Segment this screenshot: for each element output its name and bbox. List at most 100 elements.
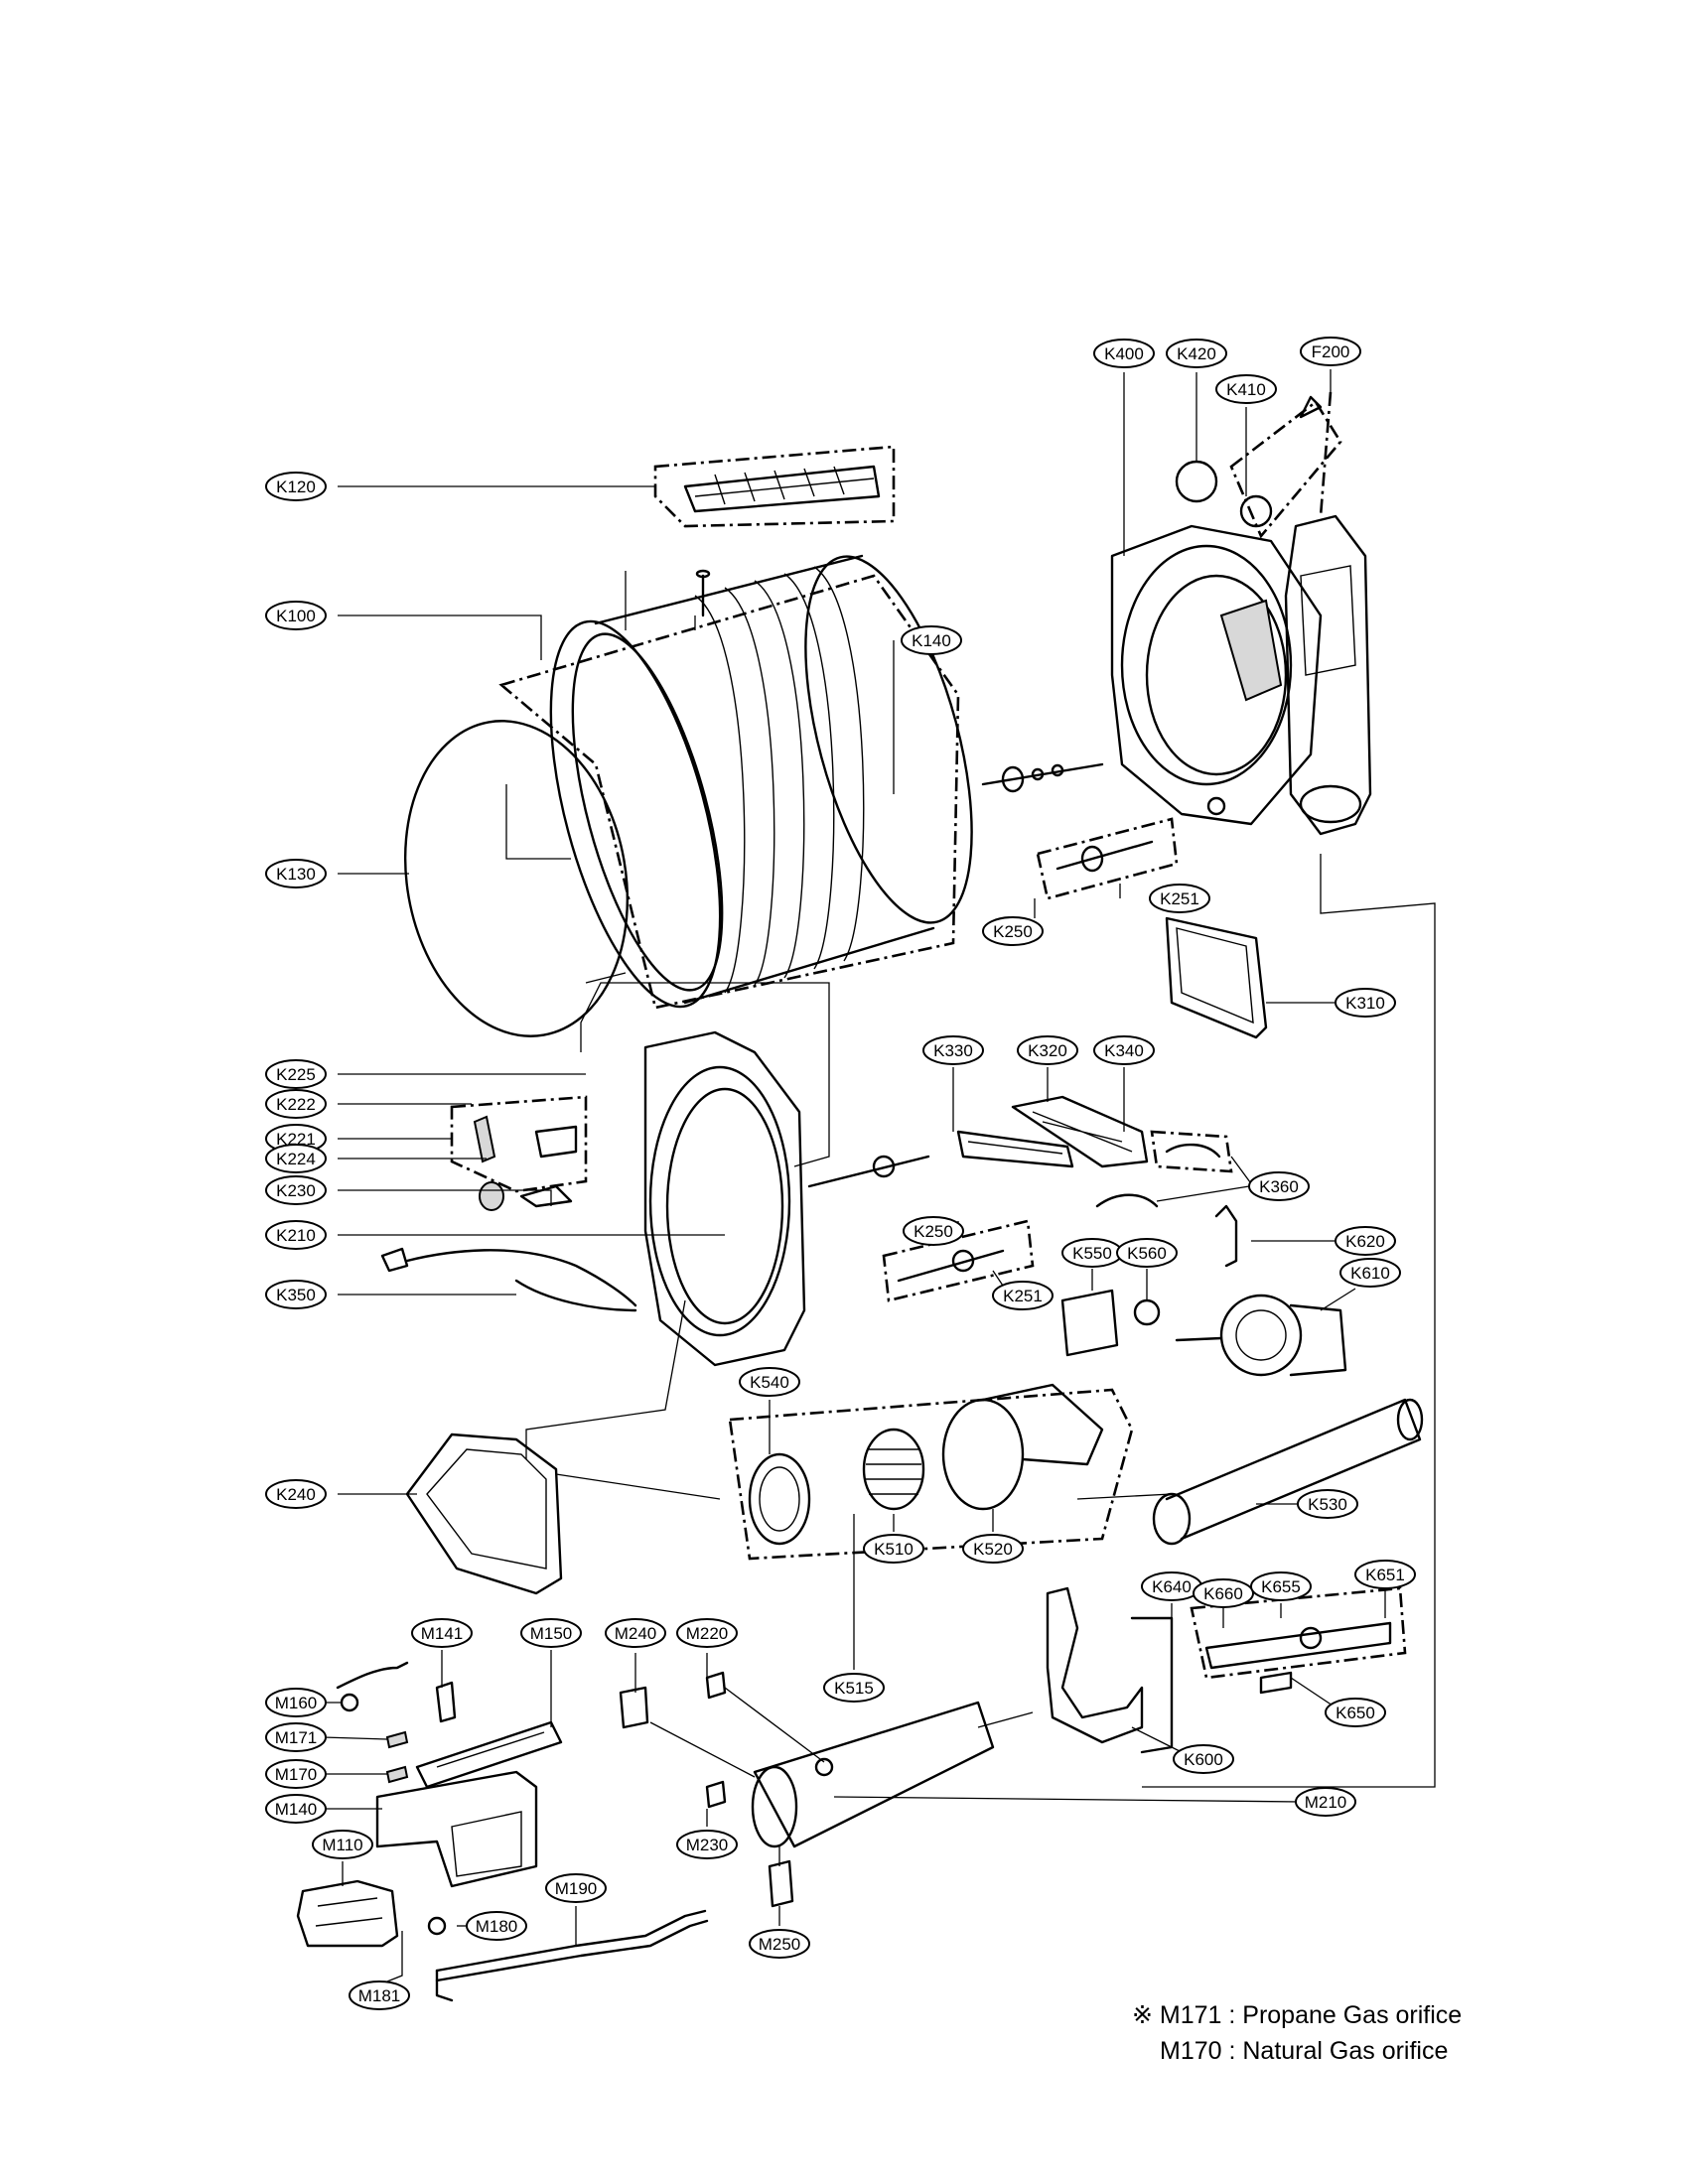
- callout-label-k251a: K251: [1160, 889, 1199, 908]
- callout-label-m170: M170: [275, 1765, 318, 1784]
- callout-k410: K410: [1215, 374, 1277, 404]
- callout-m190: M190: [545, 1873, 607, 1903]
- k540-seal: [748, 1452, 811, 1546]
- callout-m240: M240: [605, 1618, 666, 1648]
- callout-label-k250b: K250: [914, 1222, 953, 1241]
- callout-oval-k224: [265, 1144, 327, 1173]
- callout-label-k530: K530: [1308, 1495, 1347, 1514]
- callout-label-k600: K600: [1184, 1750, 1223, 1769]
- callout-label-k655: K655: [1261, 1577, 1301, 1596]
- callout-k250b: K250: [903, 1216, 964, 1246]
- k222-part: [473, 1115, 496, 1163]
- m230-part: [705, 1780, 727, 1809]
- callout-k330: K330: [922, 1035, 984, 1065]
- k230-part: [519, 1184, 573, 1208]
- callout-oval-k650: [1325, 1698, 1386, 1727]
- callout-k340: K340: [1093, 1035, 1155, 1065]
- callout-k515: K515: [823, 1673, 885, 1703]
- callout-label-m141: M141: [421, 1624, 464, 1643]
- callout-k640: K640: [1141, 1571, 1202, 1601]
- callout-oval-k560: [1116, 1238, 1178, 1268]
- callout-k230: K230: [265, 1175, 327, 1205]
- callout-k620: K620: [1335, 1226, 1396, 1256]
- callout-oval-k222: [265, 1089, 327, 1119]
- callout-oval-k540: [739, 1367, 800, 1397]
- callout-label-m181: M181: [358, 1986, 401, 2005]
- k310-lint-filter: [1165, 916, 1268, 1039]
- callout-k240: K240: [265, 1479, 327, 1509]
- callout-k210: K210: [265, 1220, 327, 1250]
- callout-oval-k250a: [982, 916, 1044, 946]
- callout-oval-k510: [863, 1534, 924, 1564]
- callout-k310: K310: [1335, 988, 1396, 1018]
- callout-oval-m170: [265, 1759, 327, 1789]
- callout-label-m180: M180: [476, 1917, 518, 1936]
- callout-label-k420: K420: [1177, 344, 1216, 363]
- callout-oval-k655: [1250, 1571, 1312, 1601]
- callout-label-k120: K120: [276, 478, 316, 496]
- m140-part: [375, 1770, 538, 1888]
- callout-m170: M170: [265, 1759, 327, 1789]
- callout-oval-k251a: [1149, 884, 1210, 913]
- k500-group-outline: [728, 1388, 1134, 1561]
- callout-k420: K420: [1166, 339, 1227, 368]
- callout-label-k251b: K251: [1003, 1287, 1043, 1305]
- k240-part: [405, 1433, 563, 1595]
- m250-part: [768, 1859, 794, 1908]
- callout-oval-k410: [1215, 374, 1277, 404]
- callout-oval-k530: [1297, 1489, 1358, 1519]
- k210-front-bulkhead: [643, 1030, 806, 1367]
- callout-label-k221: K221: [276, 1130, 316, 1149]
- callout-m110: M110: [312, 1830, 373, 1859]
- callout-oval-k140: [901, 625, 962, 655]
- k225-group-outline: [450, 1095, 588, 1193]
- m150-part: [415, 1720, 563, 1789]
- note-propane: ※ M171 : Propane Gas orifice: [1132, 2001, 1462, 2029]
- callout-label-k230: K230: [276, 1181, 316, 1200]
- callout-oval-k225: [265, 1059, 327, 1089]
- callout-k360: K360: [1248, 1171, 1310, 1201]
- callout-oval-k620: [1335, 1226, 1396, 1256]
- callout-label-k225: K225: [276, 1065, 316, 1084]
- callout-k120: K120: [265, 472, 327, 501]
- callout-k400: K400: [1093, 339, 1155, 368]
- k340-part: [1150, 1130, 1233, 1173]
- callout-k560: K560: [1116, 1238, 1178, 1268]
- callout-oval-m171: [265, 1722, 327, 1752]
- callout-m210: M210: [1295, 1787, 1356, 1817]
- k600-bracket: [1046, 1586, 1174, 1754]
- callout-oval-k330: [922, 1035, 984, 1065]
- m190-gas-pipe: [435, 1909, 709, 2002]
- callout-oval-k250b: [903, 1216, 964, 1246]
- callout-label-m230: M230: [686, 1836, 729, 1854]
- callout-k651: K651: [1354, 1560, 1416, 1589]
- callout-label-k224: K224: [276, 1150, 316, 1168]
- k250-shaft-top: [981, 762, 1179, 900]
- callout-m250: M250: [749, 1929, 810, 1959]
- callout-f200: F200: [1300, 337, 1361, 366]
- callout-m171: M171: [265, 1722, 327, 1752]
- k620-part: [1214, 1204, 1238, 1268]
- callout-label-k310: K310: [1345, 994, 1385, 1013]
- callout-label-k510: K510: [874, 1540, 914, 1559]
- callout-k140: K140: [901, 625, 962, 655]
- m240-part: [619, 1686, 649, 1729]
- k530-duct: [1152, 1398, 1424, 1546]
- callout-k225: K225: [265, 1059, 327, 1089]
- callout-oval-k600: [1173, 1744, 1234, 1774]
- callout-oval-m160: [265, 1688, 327, 1717]
- m170-part: [385, 1765, 409, 1784]
- callout-label-m250: M250: [759, 1935, 801, 1954]
- callout-label-m220: M220: [686, 1624, 729, 1643]
- callout-k655: K655: [1250, 1571, 1312, 1601]
- callout-k530: K530: [1297, 1489, 1358, 1519]
- callout-oval-k520: [962, 1534, 1024, 1564]
- callout-oval-k360: [1248, 1171, 1310, 1201]
- m220-part: [705, 1671, 727, 1700]
- k520-fan-housing: [941, 1383, 1104, 1511]
- f200-filter-housing: [1284, 391, 1372, 836]
- callout-k520: K520: [962, 1534, 1024, 1564]
- callout-m141: M141: [411, 1618, 473, 1648]
